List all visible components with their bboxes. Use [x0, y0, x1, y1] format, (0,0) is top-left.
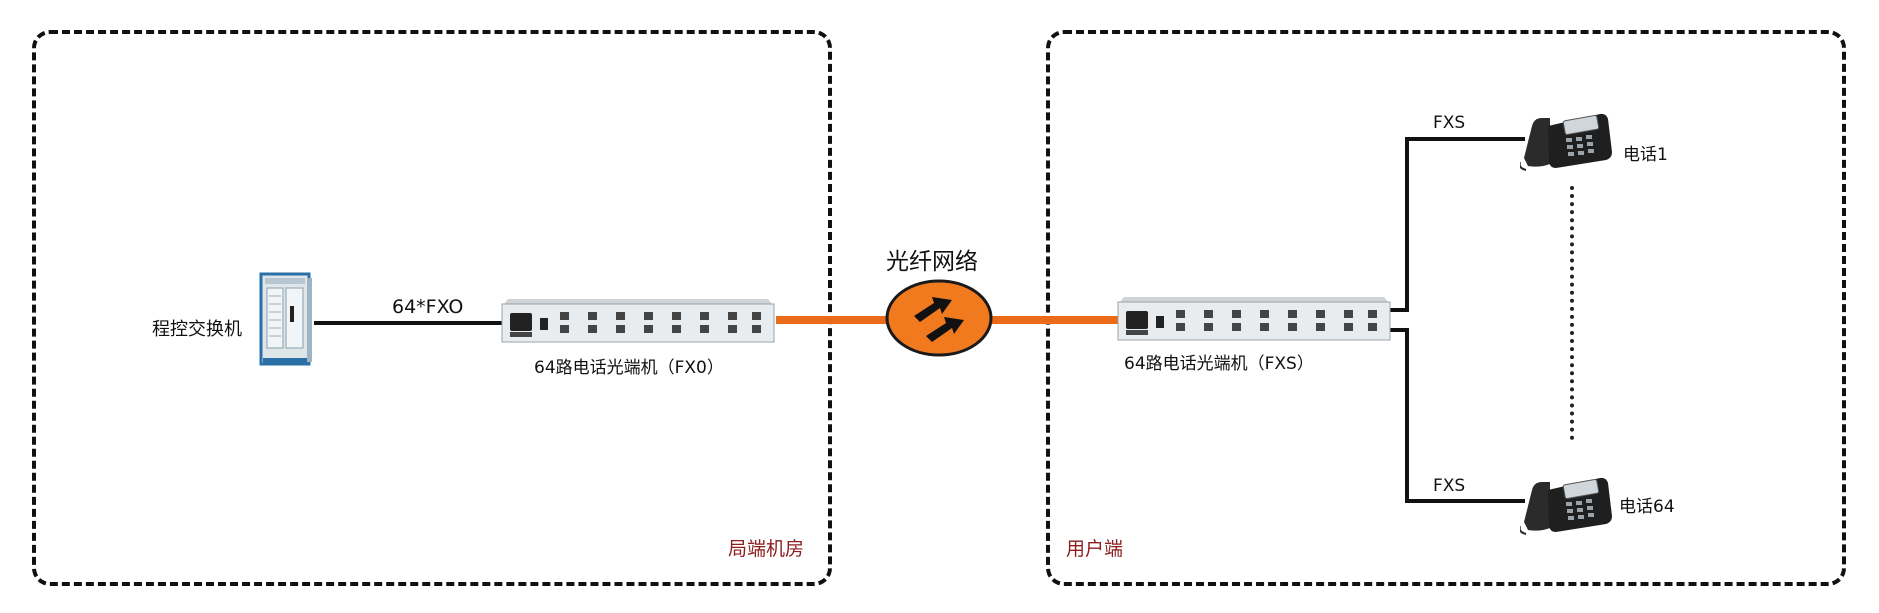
switch-to-device-link — [314, 321, 504, 325]
device-fxs-label: 64路电话光端机（FXS） — [1124, 354, 1314, 374]
fxs-branch-stub-bottom — [1385, 328, 1409, 332]
optical-terminal-fxo-icon — [501, 299, 775, 343]
fxo-link-label: 64*FXO — [392, 296, 464, 318]
fxs-bottom-label: FXS — [1433, 476, 1466, 496]
user-side-zone — [1046, 30, 1846, 586]
central-office-zone-label: 局端机房 — [728, 538, 805, 560]
central-office-zone — [32, 30, 832, 586]
fiber-network-router-icon — [885, 279, 993, 357]
device-fxo-label: 64路电话光端机（FX0） — [534, 358, 724, 378]
telephone-icon — [1520, 113, 1612, 171]
fxs-branch-vertical-top — [1405, 137, 1409, 310]
phone-1-label: 电话1 — [1623, 145, 1668, 165]
user-side-zone-label: 用户端 — [1066, 538, 1124, 560]
switch-label: 程控交换机 — [152, 319, 242, 340]
phone-ellipsis-dots — [1570, 186, 1574, 440]
fxs-branch-to-phone-64 — [1405, 499, 1525, 503]
telephone-icon — [1520, 477, 1612, 535]
fiber-link-right — [990, 316, 1118, 324]
phone-64-label: 电话64 — [1619, 497, 1675, 517]
fxs-branch-vertical-bottom — [1405, 330, 1409, 502]
switch-cabinet-icon — [259, 272, 312, 366]
fiber-link-left — [776, 316, 890, 324]
fxs-branch-to-phone-1 — [1405, 137, 1525, 141]
fiber-network-label: 光纤网络 — [886, 249, 978, 275]
fxs-top-label: FXS — [1433, 113, 1466, 133]
optical-terminal-fxs-icon — [1117, 297, 1391, 341]
fxs-branch-stub-top — [1385, 308, 1409, 312]
